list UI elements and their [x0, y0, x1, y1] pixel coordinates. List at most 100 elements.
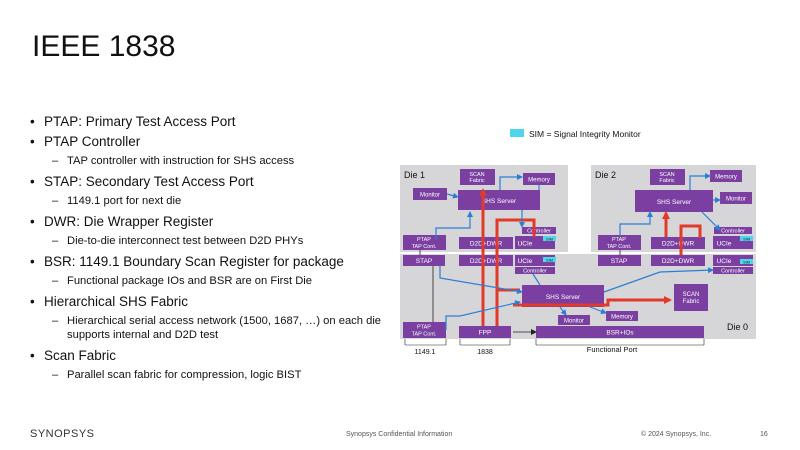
die0-sim2-label: SIM — [743, 260, 750, 264]
die0-fpp-block — [459, 326, 511, 338]
die0-label: Die 0 — [727, 322, 748, 332]
sub-bullet-parallel-scan: Parallel scan fabric for compression, lo… — [30, 368, 390, 382]
die1-sim-block — [543, 236, 556, 241]
port-label-1838: 1838 — [477, 349, 493, 356]
svg-text:TAP Cont.: TAP Cont. — [607, 244, 632, 250]
svg-text:TAP Cont.: TAP Cont. — [412, 244, 437, 250]
slide-title: IEEE 1838 — [32, 30, 176, 63]
die0-controller-label: Controller — [523, 269, 547, 275]
synopsys-logo-text: SYNOPSYS — [30, 428, 95, 440]
sim-legend-label: SIM = Signal Integrity Monitor — [529, 129, 641, 139]
bullet-dwr: DWR: Die Wrapper Register — [30, 212, 390, 232]
sub-bullet-tap-controller: TAP controller with instruction for SHS … — [30, 154, 390, 168]
interconnect-lines — [419, 250, 621, 335]
die1-d2d-dwr-block — [459, 237, 513, 249]
die1-scan-fabric-text: SCAN — [469, 172, 484, 178]
svg-text:PTAP: PTAP — [417, 237, 431, 243]
die2-shs-server-label: SHS Server — [657, 199, 692, 206]
die0-d2d-dwr2-block — [651, 255, 705, 266]
die0-monitor-block — [558, 315, 590, 325]
svg-text:Fabric: Fabric — [683, 299, 700, 305]
die0-sim-label: SIM — [546, 258, 553, 262]
die1-monitor-block — [413, 188, 447, 200]
svg-text:PTAP: PTAP — [612, 237, 626, 243]
die2-shs-server-block — [635, 190, 713, 212]
die0-ucie-block — [515, 255, 555, 266]
die2-label: Die 2 — [595, 170, 616, 180]
die0-stap2-label: STAP — [611, 258, 628, 265]
die2-sim-block — [740, 236, 753, 241]
shs-network-paths — [435, 173, 721, 330]
scan-fabric-paths — [479, 188, 702, 326]
sub-bullet-d2d-test: Die-to-die interconnect test between D2D… — [30, 234, 390, 248]
svg-text:Fabric: Fabric — [469, 178, 485, 184]
die1-monitor-label: Monitor — [420, 193, 440, 199]
die0-fpp-label: FPP — [479, 330, 492, 337]
bullet-stap: STAP: Secondary Test Access Port — [30, 172, 390, 192]
sub-bullet-serial-network: Hierarchical serial access network (1500… — [30, 314, 390, 342]
svg-text:Fabric: Fabric — [659, 178, 675, 184]
die0-d2d-dwr2-label: D2D+DWR — [662, 258, 695, 265]
die0-monitor-label: Monitor — [564, 319, 584, 325]
die0-d2d-dwr-block — [459, 255, 513, 266]
bullet-bsr: BSR: 1149.1 Boundary Scan Register for p… — [30, 252, 390, 272]
synopsys-logo: SYNOPSYS — [30, 428, 95, 440]
svg-text:SCAN: SCAN — [683, 292, 700, 298]
die2-scan-fabric-block — [650, 169, 685, 185]
die0-d2d-dwr-label: D2D+DWR — [470, 258, 503, 265]
die0-shs-server-block — [522, 285, 604, 307]
die2-ucie-label: UCIe — [717, 241, 732, 248]
die0-bsr-ios-label: BSR+IOs — [606, 330, 634, 337]
die2-memory-label: Memory — [715, 175, 737, 181]
die1-controller-label: Controller — [527, 229, 551, 235]
die2-monitor-block — [720, 192, 752, 204]
die1-memory-label: Memory — [528, 178, 550, 184]
die0-stap2-block — [598, 255, 641, 266]
sub-bullet-1149-port: 1149.1 port for next die — [30, 194, 390, 208]
die1-label: Die 1 — [404, 170, 425, 180]
die2-d2d-dwr-block — [651, 237, 705, 249]
die0-shs-server-label: SHS Server — [546, 294, 581, 301]
die2-sim-label: SIM — [743, 237, 750, 241]
die1-memory-block — [523, 173, 555, 185]
die0-sim-block — [543, 257, 556, 262]
die2-d2d-dwr-label: D2D+DWR — [662, 241, 695, 248]
bullet-list: PTAP: Primary Test Access Port PTAP Cont… — [30, 112, 390, 386]
die2-memory-block — [710, 170, 742, 182]
bullet-ptap-controller: PTAP Controller — [30, 132, 390, 152]
die1-sim-label: SIM — [546, 237, 553, 241]
sim-legend-swatch — [510, 129, 524, 137]
bullet-ptap: PTAP: Primary Test Access Port — [30, 112, 390, 132]
svg-text:SCAN: SCAN — [659, 172, 674, 178]
die0-memory-block — [606, 311, 638, 321]
die0-scan-fabric-block — [674, 284, 708, 311]
die0-ptap-block — [403, 322, 446, 338]
die0-ucie-label: UCIe — [518, 258, 533, 265]
die1-controller-block — [522, 227, 556, 234]
die2-controller-block — [714, 227, 752, 234]
die0-controller2-label: Controller — [721, 269, 745, 275]
die0-sim2-block — [740, 259, 753, 264]
die1-d2d-dwr-label: D2D+DWR — [470, 241, 503, 248]
die2-monitor-label: Monitor — [726, 197, 746, 203]
die2-ptap-block — [598, 235, 641, 250]
bullet-shs-fabric: Hierarchical SHS Fabric — [30, 292, 390, 312]
die0-stap-label: STAP — [416, 258, 433, 265]
die1-ucie-label: UCIe — [518, 241, 533, 248]
port-label-1149-1: 1149.1 — [415, 349, 436, 356]
die0-stap-block — [403, 255, 445, 266]
die0-bsr-ios-block — [536, 326, 704, 338]
bullet-scan-fabric: Scan Fabric — [30, 346, 390, 366]
port-label-functional: Functional Port — [587, 345, 638, 354]
die0-ucie2-block — [713, 255, 753, 266]
die2-controller-label: Controller — [721, 229, 745, 235]
die0-memory-label: Memory — [611, 315, 633, 321]
die0-ucie2-label: UCIe — [717, 258, 732, 265]
svg-text:TAP Cont.: TAP Cont. — [412, 332, 437, 338]
page-number: 16 — [760, 431, 768, 438]
die1-shs-server-label: SHS Server — [482, 198, 517, 205]
die1-ptap-block — [403, 235, 446, 250]
footer-copyright: © 2024 Synopsys, Inc. — [641, 431, 712, 438]
die0-controller-block — [515, 267, 555, 274]
